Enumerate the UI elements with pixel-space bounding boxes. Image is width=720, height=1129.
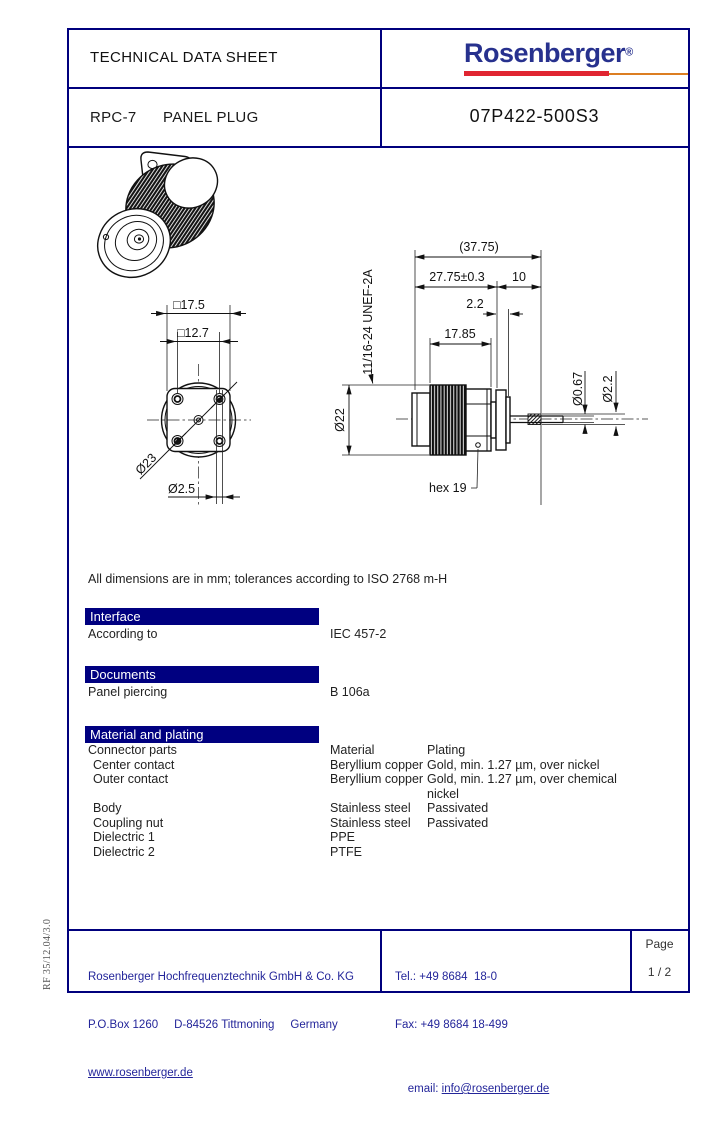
front-view-drawing: □17.5 □12.7 Ø23 Ø2.5 (133, 298, 251, 507)
hex-size-label: hex 19 (429, 481, 467, 495)
part-name: Center contact (93, 757, 175, 772)
iso-view-drawing (97, 151, 219, 279)
document-title: TECHNICAL DATA SHEET (90, 49, 278, 66)
interface-row-value: IEC 457-2 (330, 627, 387, 641)
logo-red-bar (464, 71, 609, 76)
registered-trademark-icon: ® (625, 46, 634, 59)
part-plating: Gold, min. 1.27 µm, over nickel (427, 757, 600, 772)
part-name: Dielectric 1 (93, 830, 155, 844)
side-view-drawing: (37.75) 27.75±0.3 10 2.2 17.85 11/16-24 … (333, 240, 648, 505)
dim-flange-thickness: 2.2 (466, 297, 483, 311)
dim-pin-diameter: Ø0.67 (571, 372, 585, 406)
page-label: Page (645, 937, 674, 951)
dim-flange-diameter: Ø23 (133, 451, 160, 478)
website-link[interactable]: www.rosenberger.de (88, 1067, 193, 1079)
part-name: Body (93, 801, 122, 815)
part-plating: Passivated (427, 801, 489, 815)
email-label: email: (407, 1083, 442, 1095)
datasheet-page: { "header": { "title": "TECHNICAL DATA S… (42, 28, 690, 1095)
fax-number: Fax: +49 8684 18-499 (395, 1019, 508, 1031)
section-documents-header: Documents (85, 666, 319, 683)
dim-body-length: 27.75±0.3 (429, 270, 485, 284)
footer-divider-1 (380, 929, 382, 993)
part-plating (427, 830, 648, 845)
dim-rear-length: 10 (512, 270, 526, 284)
material-col-material: Material (330, 743, 375, 757)
dim-insulator-diameter: Ø2.2 (601, 375, 615, 402)
header-divider-1 (67, 87, 690, 89)
part-material: Beryllium copper (330, 772, 424, 786)
table-row: Outer contact Beryllium copper Gold, min… (88, 772, 648, 801)
footer-divider-2 (630, 929, 632, 993)
product-series: RPC-7 (90, 109, 137, 126)
material-col-parts: Connector parts (88, 743, 177, 757)
documents-row-label: Panel piercing (88, 685, 168, 699)
part-name: Coupling nut (93, 815, 164, 830)
part-plating (427, 845, 648, 860)
dimensions-note: All dimensions are in mm; tolerances acc… (88, 572, 448, 586)
table-row: Center contact Beryllium copper Gold, mi… (88, 758, 648, 773)
part-material: PTFE (330, 844, 362, 859)
table-row: Coupling nut Stainless steel Passivated (88, 816, 648, 831)
footer-frame (67, 929, 690, 993)
material-col-plating: Plating (427, 743, 466, 757)
dim-body-diameter: Ø22 (333, 408, 347, 432)
part-name: Outer contact (93, 772, 169, 786)
section-interface-header: Interface (85, 608, 319, 625)
part-material: Beryllium copper (330, 757, 424, 772)
documents-row-value: B 106a (330, 685, 370, 699)
table-row: Body Stainless steel Passivated (88, 801, 648, 816)
company-address: P.O.Box 1260 D-84526 Tittmoning Germany (88, 1019, 338, 1031)
section-interface-title: Interface (90, 609, 141, 624)
footer-page-block: Page 1 / 2 (631, 937, 688, 979)
thread-spec-label: 11/16-24 UNEF-2A (361, 269, 375, 375)
part-plating: Gold, min. 1.27 µm, over chemical nickel (427, 772, 617, 801)
part-material: Stainless steel (330, 801, 411, 815)
company-name: Rosenberger Hochfrequenztechnik GmbH & C… (88, 971, 354, 983)
interface-row-label: According to (88, 627, 158, 641)
material-table-header-row: Connector parts Material Plating (88, 743, 648, 758)
document-revision-label: RF 35/12.04/3.0 (42, 918, 53, 990)
email-link[interactable]: info@rosenberger.de (441, 1083, 550, 1095)
part-number: 07P422-500S3 (469, 106, 600, 126)
product-type: PANEL PLUG (163, 109, 259, 126)
footer-company-block: Rosenberger Hochfrequenztechnik GmbH & C… (88, 937, 354, 1097)
footer-contact-block: Tel.: +49 8684 18-0 Fax: +49 8684 18-499… (395, 937, 549, 1129)
part-plating: Passivated (427, 815, 489, 830)
logo-wordmark: Rosenberger (464, 38, 626, 68)
section-material-header: Material and plating (85, 726, 319, 743)
page-number: 1 / 2 (647, 965, 672, 979)
section-material-title: Material and plating (90, 727, 204, 742)
table-row: Dielectric 2 PTFE (88, 845, 648, 860)
dim-overall-length: (37.75) (459, 240, 499, 254)
part-material: Stainless steel (330, 815, 411, 830)
dim-hole-pattern-square: □12.7 (177, 326, 209, 340)
dim-nut-length: 17.85 (444, 327, 475, 341)
header-divider-2 (67, 146, 690, 148)
rosenberger-logo: Rosenberger® (464, 38, 633, 69)
material-table: Connector parts Material Plating Center … (88, 743, 648, 859)
header-vertical-divider (380, 28, 382, 148)
dim-flange-square: □17.5 (173, 298, 205, 312)
technical-drawing: □17.5 □12.7 Ø23 Ø2.5 (97, 151, 648, 507)
logo-orange-bar (609, 73, 688, 75)
table-row: Dielectric 1 PPE (88, 830, 648, 845)
phone-number: Tel.: +49 8684 18-0 (395, 971, 497, 983)
part-name: Dielectric 2 (93, 844, 155, 859)
part-material: PPE (330, 830, 356, 844)
section-documents-title: Documents (90, 667, 156, 682)
dim-mounting-hole: Ø2.5 (168, 482, 195, 496)
